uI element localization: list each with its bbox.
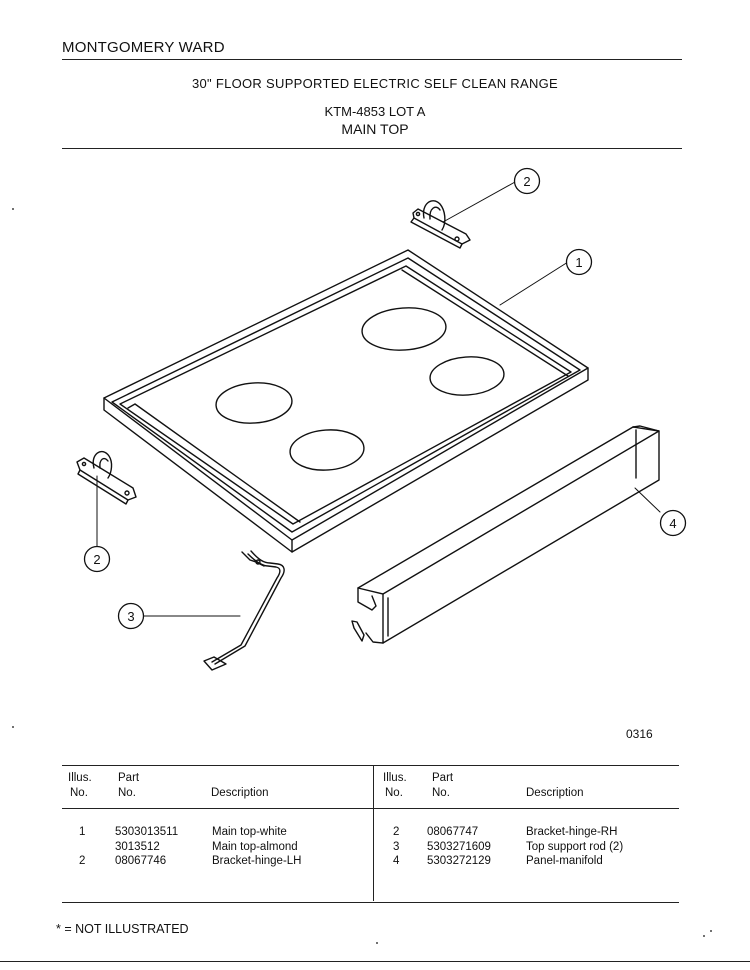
row-description: Main top-almond	[212, 841, 298, 853]
header-part: Part	[432, 772, 454, 784]
callout-1: 1	[565, 248, 593, 276]
top-support-rod-drawing	[203, 550, 285, 671]
row-illus: 2	[79, 855, 86, 867]
bracket-hinge-lh-drawing	[76, 450, 137, 505]
row-description: Bracket-hinge-RH	[526, 826, 618, 838]
section-rule	[62, 148, 682, 149]
callout-label: 1	[575, 255, 582, 270]
callout-2-top: 2	[513, 167, 541, 195]
row-description: Bracket-hinge-LH	[212, 855, 302, 867]
scan-speck	[12, 208, 14, 210]
model-number: KTM-4853 LOT A	[324, 104, 426, 119]
header-illus: Illus.	[383, 772, 407, 784]
callout-label: 2	[93, 552, 100, 567]
header-part: Part	[118, 772, 140, 784]
row-part-no: 5303271609	[427, 841, 491, 853]
header-part-no: No.	[118, 787, 136, 799]
header-rule	[62, 59, 682, 60]
row-illus: 1	[79, 826, 86, 838]
main-top-drawing	[103, 249, 589, 553]
callout-label: 2	[523, 174, 530, 189]
exploded-parts-diagram: 2 1 2 3 4	[76, 167, 687, 671]
panel-manifold-drawing	[351, 425, 660, 644]
callout-3: 3	[117, 602, 145, 630]
callout-4: 4	[659, 509, 687, 537]
header-description: Description	[211, 787, 269, 799]
header-description: Description	[526, 787, 584, 799]
table-column-divider	[373, 765, 374, 901]
row-part-no: 08067746	[115, 855, 167, 867]
section-title: MAIN TOP	[341, 121, 409, 137]
parts-table	[62, 765, 679, 903]
row-description: Main top-white	[212, 826, 287, 838]
header-illus-no: No.	[70, 787, 88, 799]
callout-label: 3	[127, 609, 134, 624]
callout-leaders	[96, 181, 661, 617]
row-illus: 2	[393, 826, 400, 838]
row-part-no: 3013512	[115, 841, 160, 853]
row-description: Panel-manifold	[526, 855, 603, 867]
header-illus-no: No.	[385, 787, 403, 799]
brand-name: MONTGOMERY WARD	[62, 39, 225, 56]
row-part-no: 08067747	[427, 826, 479, 838]
footer-rule	[0, 961, 750, 962]
row-part-no: 5303272129	[427, 855, 491, 867]
callout-2-left: 2	[83, 545, 111, 573]
row-illus: 4	[393, 855, 400, 867]
header-illus: Illus.	[68, 772, 92, 784]
scan-speck	[703, 935, 705, 937]
row-illus: 3	[393, 841, 400, 853]
scan-speck	[710, 930, 712, 932]
document-title: 30" FLOOR SUPPORTED ELECTRIC SELF CLEAN …	[191, 76, 559, 91]
row-description: Top support rod (2)	[526, 841, 624, 853]
scan-speck	[376, 942, 378, 944]
scan-speck	[12, 726, 14, 728]
header-part-no: No.	[432, 787, 450, 799]
footnote: * = NOT ILLUSTRATED	[56, 922, 189, 936]
bracket-hinge-rh-drawing	[410, 200, 471, 249]
row-part-no: 5303013511	[115, 826, 179, 838]
figure-number: 0316	[626, 727, 653, 741]
table-header-rule	[62, 808, 679, 809]
callout-label: 4	[669, 516, 676, 531]
